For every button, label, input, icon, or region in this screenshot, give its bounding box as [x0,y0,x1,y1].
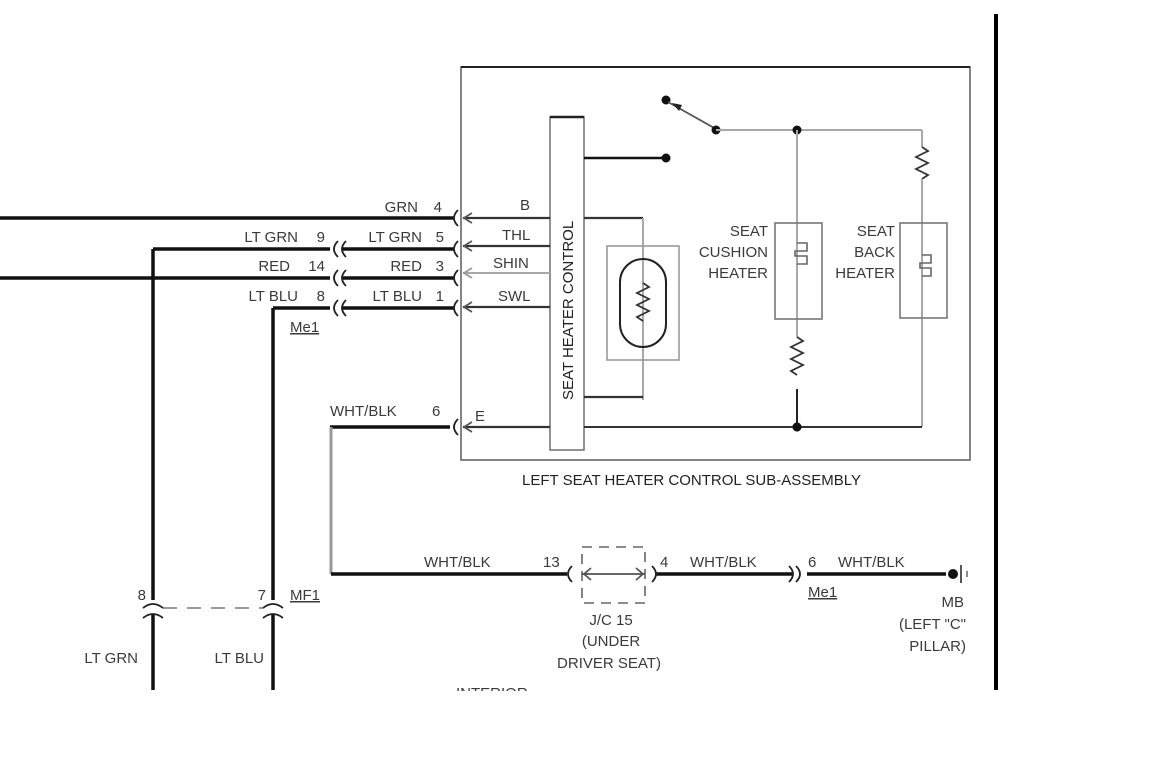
wire-label-wht-blk-4: WHT/BLK [690,554,757,571]
cushion-label-2: CUSHION [699,244,768,261]
ground-label-3: PILLAR) [909,638,966,655]
back-heater-element-icon [919,254,932,277]
seat-back-heater-box [899,222,948,319]
wire-label-lt-blu-1: LT BLU [373,288,422,305]
pin-label-mf1-8: 8 [138,587,146,604]
ground-label-1: MB [942,594,965,611]
sub-assembly-title: LEFT SEAT HEATER CONTROL SUB-ASSEMBLY [522,472,861,489]
switch-contact [661,153,671,163]
pin-label-3: 3 [436,258,444,275]
wire-label-lt-blu-8: LT BLU [249,288,298,305]
pin-label-9: 9 [317,229,325,246]
pin-label-6: 6 [432,403,440,420]
harness-wires [0,216,946,690]
terminal-thl: THL [502,227,530,244]
wire-label-red-14: RED [258,258,290,275]
wire-label-lt-grn-5: LT GRN [368,229,422,246]
cut-off-label: INTERIOR [456,685,528,702]
connector-me1-label: Me1 [290,319,319,336]
wire-label-lower-lt-grn: LT GRN [84,650,138,667]
cut-text-group: INTERIOR [456,685,528,702]
pin-label-1: 1 [436,288,444,305]
pin-label-4: 4 [434,199,442,216]
cushion-heater-element-icon [794,242,808,265]
wire-label-wht-blk-13: WHT/BLK [424,554,491,571]
pin-label-6b: 6 [808,554,816,571]
wire-label-grn: GRN [385,199,418,216]
seat-heater-control-label: SEAT HEATER CONTROL [560,221,577,400]
pin-label-13: 13 [543,554,560,571]
junction-label-3: DRIVER SEAT) [557,655,661,672]
back-label-3: HEATER [835,265,895,282]
cushion-label-1: SEAT [730,223,768,240]
pin-label-5: 5 [436,229,444,246]
ground-label-2: (LEFT "C" [899,616,966,633]
junction-label-2: (UNDER [582,633,640,650]
cushion-label-3: HEATER [708,265,768,282]
back-label-1: SEAT [857,223,895,240]
junction-label-1: J/C 15 [589,612,632,629]
connector-me1-bottom-label: Me1 [808,584,837,601]
thermistor-box [606,245,680,361]
wire-label-wht-blk-6b: WHT/BLK [838,554,905,571]
connectors [142,209,801,619]
pin-label-8: 8 [317,288,325,305]
cushion-resistor-icon [788,336,806,376]
thermistor-icon [619,258,667,348]
terminal-shin: SHIN [493,255,529,272]
wire-label-wht-blk-6: WHT/BLK [330,403,397,420]
terminal-b: B [520,197,530,214]
back-label-2: BACK [854,244,895,261]
wire-label-lt-grn-9: LT GRN [244,229,298,246]
connector-mf1-label: MF1 [290,587,320,604]
terminal-lines [462,212,550,433]
pin-label-14: 14 [308,258,325,275]
ground-icon [948,569,958,579]
terminal-e: E [475,408,485,425]
wire-label-red-3: RED [390,258,422,275]
back-resistor-icon [913,146,931,180]
junction-connector-box [581,546,646,604]
pin-label-4b: 4 [660,554,668,571]
terminal-swl: SWL [498,288,531,305]
wire-label-lower-lt-blu: LT BLU [215,650,264,667]
seat-cushion-heater-box [774,222,823,320]
pin-label-mf1-7: 7 [258,587,266,604]
